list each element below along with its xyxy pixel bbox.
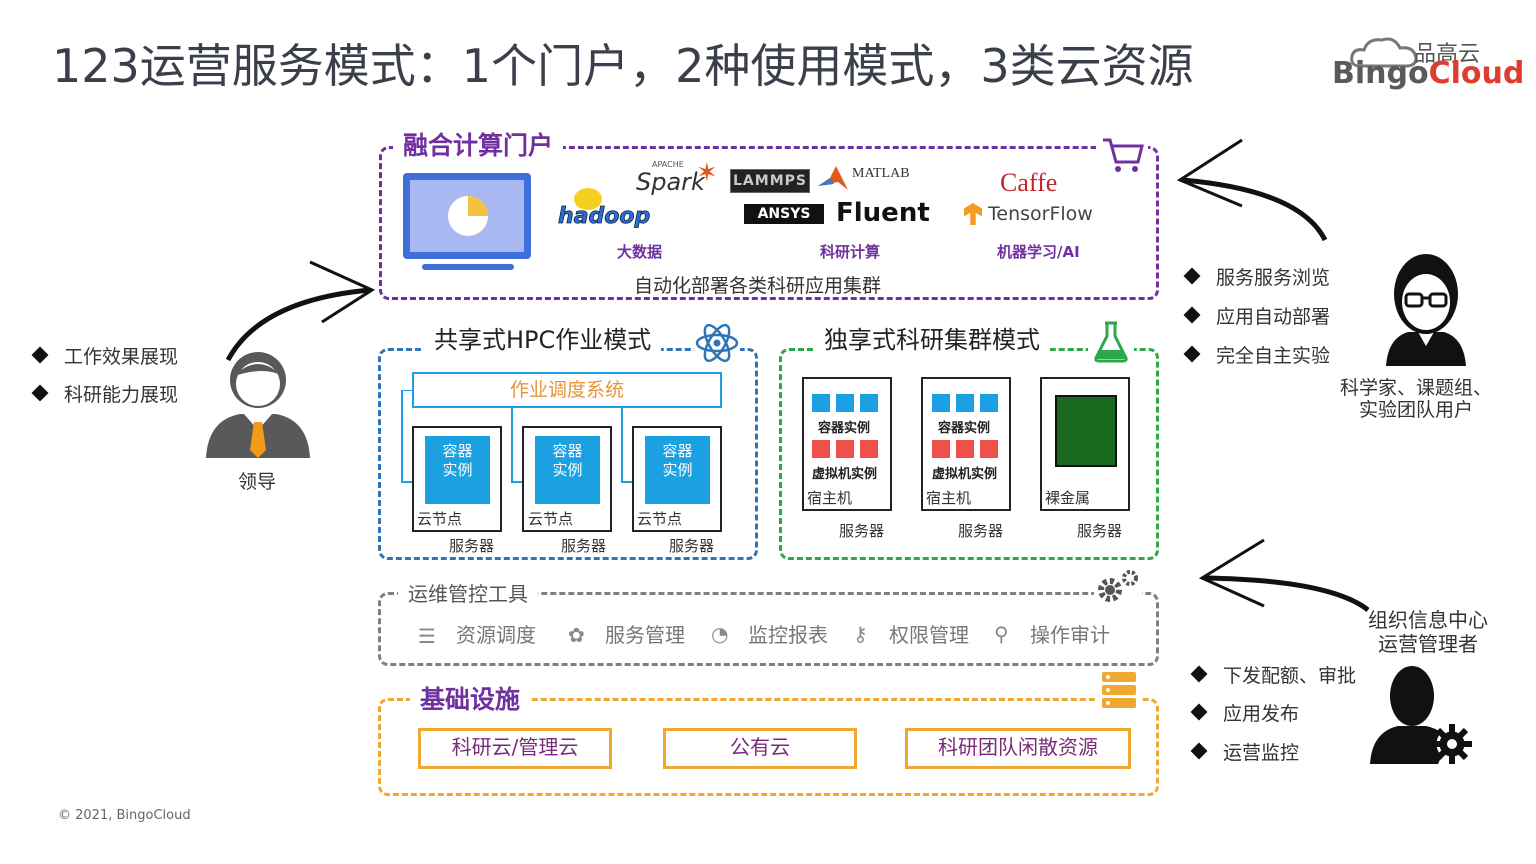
page-title: 123运营服务模式：1个门户，2种使用模式，3类云资源 (52, 39, 1194, 93)
server-label: 服务器 (669, 537, 715, 555)
admin-bullet: 运营监控 (1190, 738, 1299, 765)
vm-square (980, 440, 998, 458)
search-icon: ⚲ (994, 622, 1009, 646)
scientist-avatar-icon (1384, 250, 1468, 372)
ops-tool: 监控报表 (748, 623, 828, 647)
server-label: 服务器 (1077, 522, 1123, 540)
ops-tool: 服务管理 (605, 623, 685, 647)
vm-label: 虚拟机实例 (932, 467, 998, 482)
atom-icon (694, 320, 740, 370)
vm-square (860, 440, 878, 458)
cloud-logo-icon (1350, 34, 1420, 74)
scheduler-box: 作业调度系统 (412, 372, 722, 408)
cart-icon (1096, 132, 1148, 180)
ops-tool: 资源调度 (456, 623, 536, 647)
ops-label: 运维管控工具 (398, 578, 538, 607)
container-instance: 容器实例 (425, 436, 490, 504)
container-instance: 容器实例 (645, 436, 710, 504)
leader-name: 领导 (238, 471, 277, 493)
server-label: 服务器 (561, 537, 607, 555)
admin-bullet: 应用发布 (1190, 699, 1299, 726)
container-square (956, 394, 974, 412)
admin-avatar-icon (1368, 662, 1476, 772)
portal-category: 大数据 (617, 243, 663, 261)
lammps-logo: LAMMPS (730, 169, 810, 193)
container-label: 容器实例 (818, 421, 871, 436)
infra-label: 基础设施 (410, 680, 531, 716)
container-square (812, 394, 830, 412)
svg-text:hadoop: hadoop (558, 204, 650, 229)
leader-bullet: 科研能力展现 (31, 380, 178, 407)
bare-metal-block (1055, 395, 1117, 467)
infra-box (378, 698, 1159, 796)
scientist-bullet: 服务服务浏览 (1183, 263, 1330, 290)
node-label: 云节点 (417, 510, 463, 528)
container-label: 容器实例 (938, 421, 991, 436)
container-instance: 容器实例 (535, 436, 600, 504)
node-label: 云节点 (637, 510, 683, 528)
leader-avatar-icon (204, 346, 312, 464)
flask-icon (1088, 320, 1134, 368)
host-label: 裸金属 (1045, 489, 1091, 507)
admin-bullet: 下发配额、审批 (1190, 661, 1356, 688)
logo-cn: 品高云 (1414, 42, 1481, 67)
portal-category: 科研计算 (820, 243, 881, 261)
portal-category: 机器学习/AI (997, 243, 1080, 261)
matlab-logo: MATLAB (816, 164, 910, 198)
ops-box (378, 592, 1159, 666)
scientist-bullet: 完全自主实验 (1183, 341, 1330, 368)
hpc-label: 共享式HPC作业模式 (424, 320, 662, 355)
infra-item: 公有云 (663, 728, 857, 769)
host-label: 宿主机 (807, 489, 853, 507)
container-square (980, 394, 998, 412)
vm-square (812, 440, 830, 458)
logo-en: BingoCloud (1332, 56, 1525, 91)
portal-caption: 自动化部署各类科研应用集群 (634, 275, 882, 297)
scientist-name: 科学家、课题组、实验团队用户 (1339, 377, 1492, 421)
scientist-bullet: 应用自动部署 (1183, 302, 1330, 329)
fluent-logo: Fluent (836, 198, 930, 228)
caffe-logo: Caffe (1000, 168, 1058, 197)
hadoop-logo: hadoop (556, 185, 656, 233)
key-icon: ⚷ (853, 622, 868, 646)
vm-square (932, 440, 950, 458)
server-label: 服务器 (449, 537, 495, 555)
monitor-pie-icon (402, 172, 532, 276)
ops-tool: 操作审计 (1030, 623, 1110, 647)
node-label: 云节点 (528, 510, 574, 528)
container-square (932, 394, 950, 412)
server-label: 服务器 (958, 522, 1004, 540)
sliders-icon: ☰ (418, 624, 436, 648)
infra-item: 科研团队闲散资源 (905, 728, 1131, 769)
gauge-icon: ◔ (711, 622, 729, 646)
vm-square (956, 440, 974, 458)
grid-icon: ✿ (568, 623, 585, 647)
server-label: 服务器 (839, 522, 885, 540)
ops-tool: 权限管理 (889, 623, 969, 647)
ansys-logo: ANSYS (744, 204, 824, 224)
dedicated-label: 独享式科研集群模式 (814, 320, 1050, 355)
vm-square (836, 440, 854, 458)
leader-bullet: 工作效果展现 (31, 342, 178, 369)
footer: © 2021, BingoCloud (58, 808, 191, 823)
tensorflow-logo: TensorFlow (964, 203, 1093, 225)
host-label: 宿主机 (926, 489, 972, 507)
gears-icon (1094, 566, 1142, 610)
vm-label: 虚拟机实例 (812, 467, 878, 482)
container-square (860, 394, 878, 412)
portal-box (379, 146, 1159, 300)
server-rack-icon (1096, 668, 1142, 716)
container-square (836, 394, 854, 412)
infra-item: 科研云/管理云 (418, 728, 612, 769)
admin-name: 组织信息中心运营管理者 (1368, 608, 1488, 656)
portal-label: 融合计算门户 (393, 126, 564, 162)
